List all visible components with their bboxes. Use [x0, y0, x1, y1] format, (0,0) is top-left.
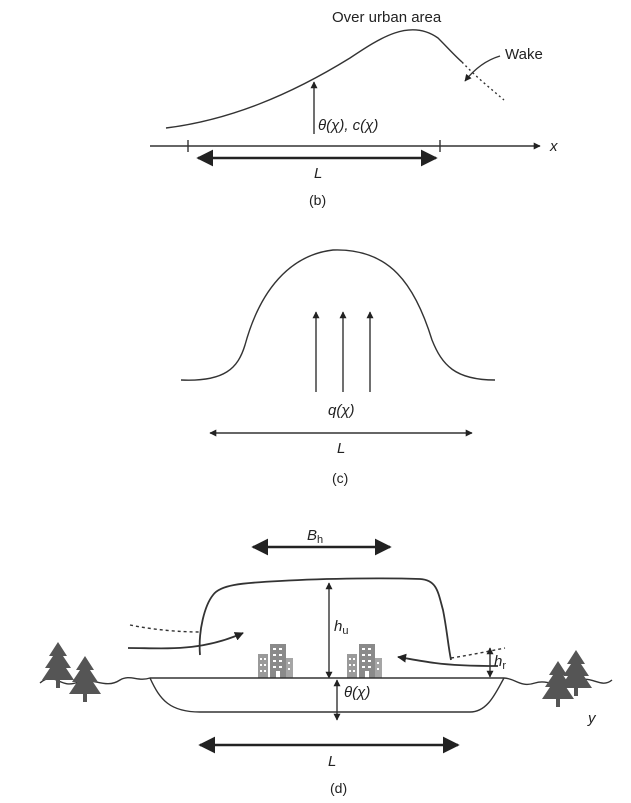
right-dashed-curve [450, 647, 506, 659]
right-inflow-arrow [397, 653, 499, 667]
y-axis-label: y [587, 710, 597, 727]
building-icon [253, 639, 295, 679]
profile-label: θ(χ) [344, 684, 370, 701]
urban-height-label: hu [334, 618, 348, 637]
wake-dotted-curve [461, 61, 505, 101]
caption-b: (b) [309, 192, 326, 208]
rural-height-label: hr [494, 653, 506, 672]
panel-c: q(χ) L (c) [180, 249, 496, 486]
panel-b: Over urban area Wake θ(χ), c(χ) x L (b) [150, 9, 558, 208]
left-dashed-curve [129, 624, 201, 633]
lower-boundary [149, 677, 505, 713]
left-inflow-arrow [127, 632, 244, 650]
profile-curve [165, 29, 463, 129]
width-label: Bh [307, 527, 323, 546]
tree-icon [69, 656, 101, 702]
flux-label: q(χ) [328, 402, 355, 419]
x-axis-label: x [549, 138, 558, 155]
panel-b-title: Over urban area [332, 9, 442, 26]
profile-label: θ(χ), c(χ) [318, 117, 378, 134]
length-label: L [314, 165, 322, 182]
wake-pointer-arrow [464, 55, 501, 82]
building-icon [342, 639, 384, 679]
length-label: L [337, 440, 345, 457]
ground-line [39, 677, 613, 687]
caption-c: (c) [332, 470, 348, 486]
panel-d: Bh hu hr θ(χ) y L (d) [39, 527, 613, 796]
urban-boundary-layer [198, 577, 452, 661]
flux-curve [180, 249, 496, 381]
length-label: L [328, 753, 336, 770]
wake-label: Wake [505, 46, 543, 63]
caption-d: (d) [330, 780, 347, 796]
tree-icon [42, 642, 74, 688]
